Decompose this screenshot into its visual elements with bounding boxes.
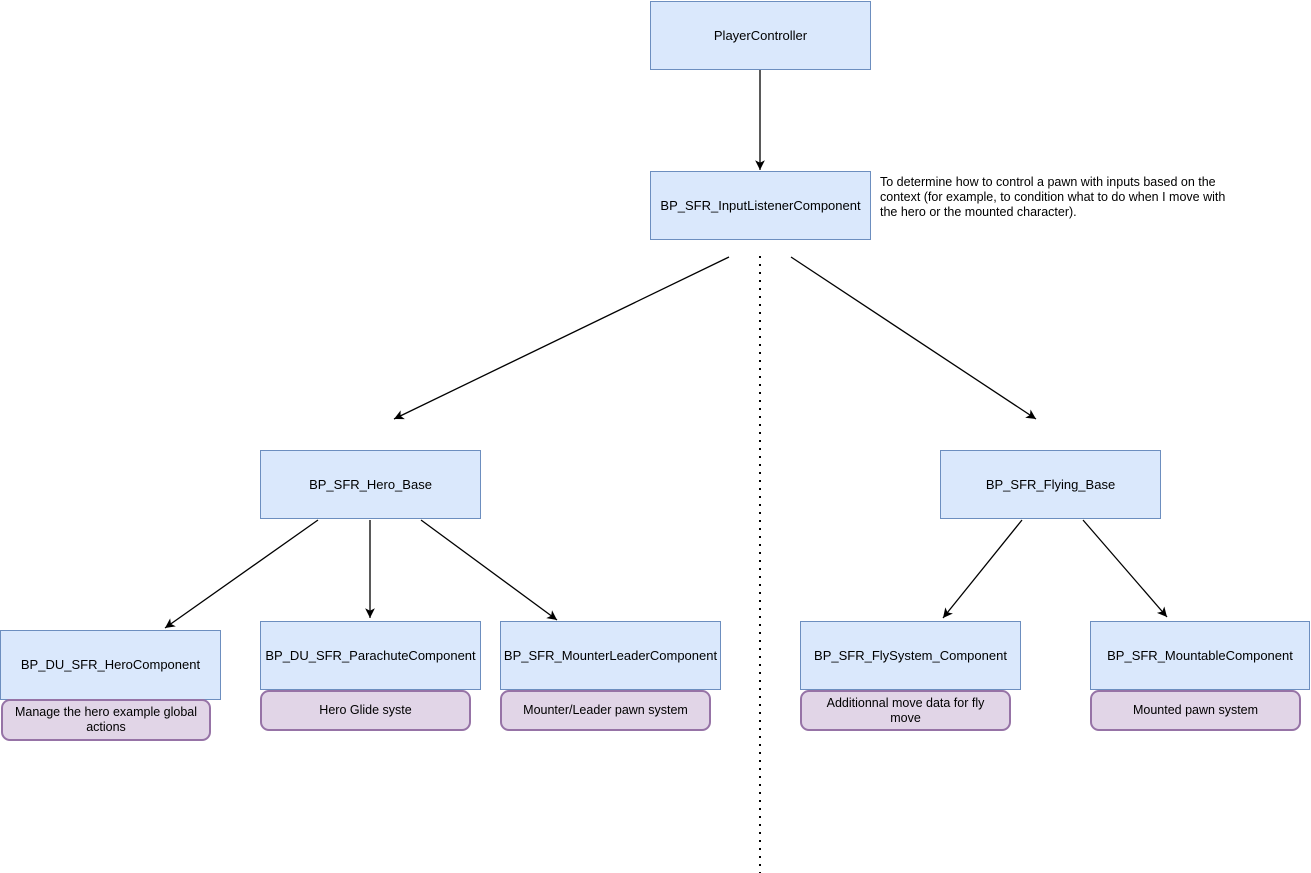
node-hero-component-label: BP_DU_SFR_HeroComponent	[20, 657, 201, 672]
node-input-listener-component-label: BP_SFR_InputListenerComponent	[660, 197, 861, 213]
note-fly-system-component: Additionnal move data for fly move	[800, 690, 1011, 731]
node-input-listener-component: BP_SFR_InputListenerComponent	[650, 171, 871, 240]
node-fly-system-component: BP_SFR_FlySystem_Component	[800, 621, 1021, 690]
annotation-input-listener: To determine how to control a pawn with …	[880, 175, 1226, 219]
node-parachute-component-label: BP_DU_SFR_ParachuteComponent	[265, 647, 476, 663]
edge-flyingbase-to-flysystemcomponent	[942, 519, 1023, 619]
note-hero-component-text: Manage the hero example global actions	[14, 705, 198, 734]
note-fly-system-component-text: Additionnal move data for fly move	[826, 695, 985, 725]
edge-herobase-to-mounterleadercomponent	[420, 519, 558, 621]
edge-flyingbase-to-mountablecomponent	[1082, 519, 1168, 618]
note-parachute-component-text: Hero Glide syste	[319, 703, 412, 717]
edge-inputlistener-to-flyingbase	[790, 256, 1037, 420]
node-flying-base: BP_SFR_Flying_Base	[940, 450, 1161, 519]
note-parachute-component: Hero Glide syste	[260, 690, 471, 731]
node-mountable-component-label: BP_SFR_MountableComponent	[1107, 647, 1293, 663]
node-player-controller-label: PlayerController	[713, 27, 808, 43]
node-fly-system-component-label: BP_SFR_FlySystem_Component	[814, 647, 1007, 663]
note-mountable-component: Mounted pawn system	[1090, 690, 1301, 731]
node-parachute-component: BP_DU_SFR_ParachuteComponent	[260, 621, 481, 690]
edge-herobase-to-herocomponent	[164, 519, 319, 629]
edge-inputlistener-to-herobase	[393, 256, 730, 420]
note-mountable-component-text: Mounted pawn system	[1132, 703, 1259, 717]
note-mounter-leader-component: Mounter/Leader pawn system	[500, 690, 711, 731]
note-hero-component: Manage the hero example global actions	[1, 699, 211, 741]
node-hero-base: BP_SFR_Hero_Base	[260, 450, 481, 519]
node-player-controller: PlayerController	[650, 1, 871, 70]
node-hero-base-label: BP_SFR_Hero_Base	[309, 476, 432, 492]
node-flying-base-label: BP_SFR_Flying_Base	[985, 476, 1116, 492]
note-mounter-leader-component-text: Mounter/Leader pawn system	[523, 703, 688, 717]
node-mounter-leader-component-label: BP_SFR_MounterLeaderComponent	[503, 647, 718, 663]
node-mounter-leader-component: BP_SFR_MounterLeaderComponent	[500, 621, 721, 690]
node-hero-component: BP_DU_SFR_HeroComponent	[0, 630, 221, 700]
node-mountable-component: BP_SFR_MountableComponent	[1090, 621, 1310, 690]
